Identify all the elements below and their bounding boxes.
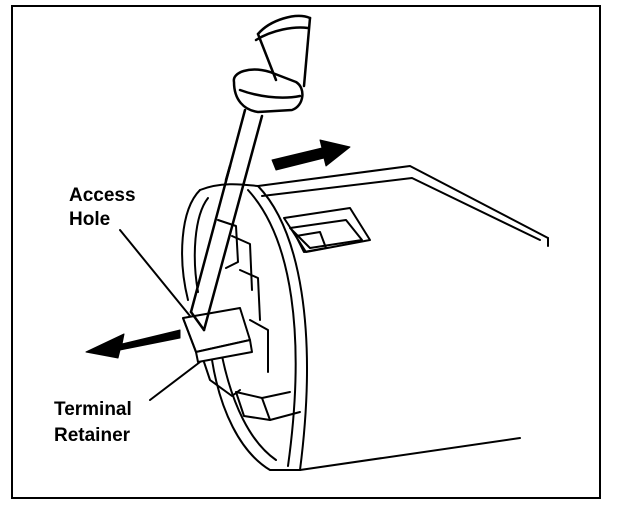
terminal-retainer <box>182 307 253 397</box>
connector-housing <box>181 165 549 471</box>
access-hole-label-line2: Hole <box>69 209 111 230</box>
access-hole-label-line1: Access <box>69 185 136 206</box>
latch-window <box>283 207 371 253</box>
leader-lines <box>119 229 201 401</box>
arrow-right-icon <box>271 139 351 171</box>
arrow-left-icon <box>85 329 181 359</box>
terminal-retainer-label-line1: Terminal <box>54 399 132 420</box>
terminal-retainer-label-line2: Retainer <box>54 425 131 446</box>
screwdriver <box>189 14 312 332</box>
